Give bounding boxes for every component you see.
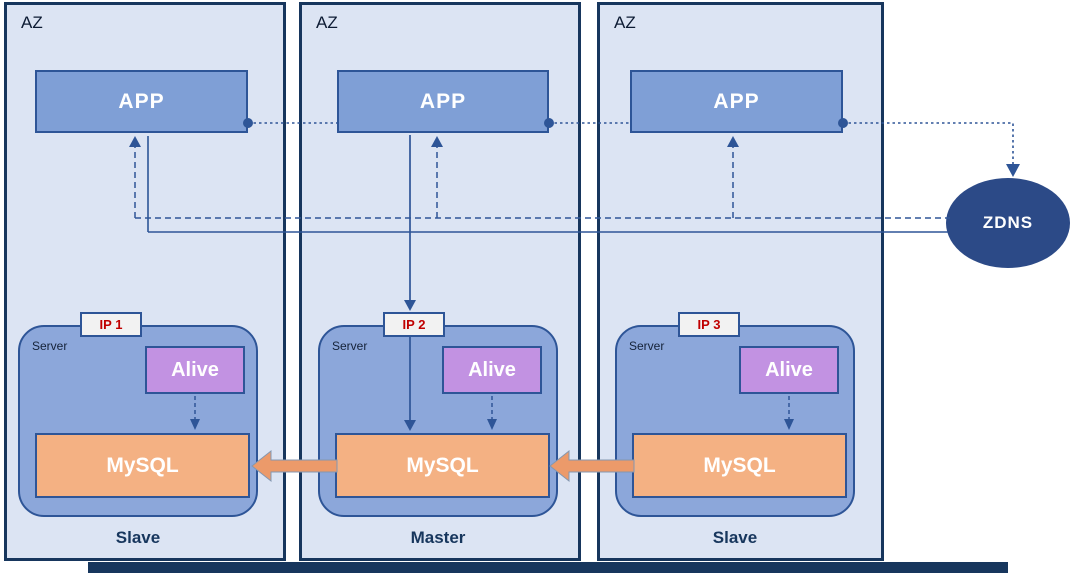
role-label-2: Master — [410, 528, 466, 547]
ip-badge-2-label: IP 2 — [402, 317, 426, 332]
mysql-box-3: MySQL — [632, 433, 847, 498]
ip-badge-1: IP 1 — [80, 312, 142, 337]
role-label-3: Slave — [712, 528, 758, 547]
app-box-3-label: APP — [713, 89, 760, 113]
mysql-box-1-label: MySQL — [106, 453, 179, 477]
zdns-node: ZDNS — [946, 178, 1070, 268]
alive-box-3: Alive — [739, 346, 839, 394]
alive-box-2: Alive — [442, 346, 542, 394]
app-box-2-label: APP — [419, 89, 467, 113]
alive-box-2-label: Alive — [468, 358, 516, 381]
az-zone-2-label: AZ — [316, 13, 338, 32]
app-box-3: APP — [630, 70, 843, 133]
ip-badge-2: IP 2 — [383, 312, 445, 337]
ip-badge-1-label: IP 1 — [99, 317, 123, 332]
app-box-1-label: APP — [118, 89, 165, 113]
mysql-box-3-label: MySQL — [703, 453, 776, 477]
bottom-bar — [88, 562, 1008, 573]
ip-badge-3-label: IP 3 — [697, 317, 721, 332]
zdns-node-label: ZDNS — [982, 213, 1034, 232]
app-box-2: APP — [337, 70, 549, 133]
role-label-1: Slave — [115, 528, 161, 547]
server-box-3-label: Server — [629, 339, 665, 353]
app-box-1: APP — [35, 70, 248, 133]
alive-box-1: Alive — [145, 346, 245, 394]
alive-box-1-label: Alive — [171, 358, 219, 381]
mysql-box-2: MySQL — [335, 433, 550, 498]
mysql-box-2-label: MySQL — [406, 453, 479, 477]
az-zone-3-label: AZ — [614, 13, 636, 32]
alive-box-3-label: Alive — [765, 358, 813, 381]
az-zone-1-label: AZ — [21, 13, 43, 32]
server-box-2-label: Server — [332, 339, 368, 353]
mysql-box-1: MySQL — [35, 433, 250, 498]
ip-badge-3: IP 3 — [678, 312, 740, 337]
server-box-1-label: Server — [32, 339, 68, 353]
zdns-arrowhead — [1006, 164, 1020, 177]
